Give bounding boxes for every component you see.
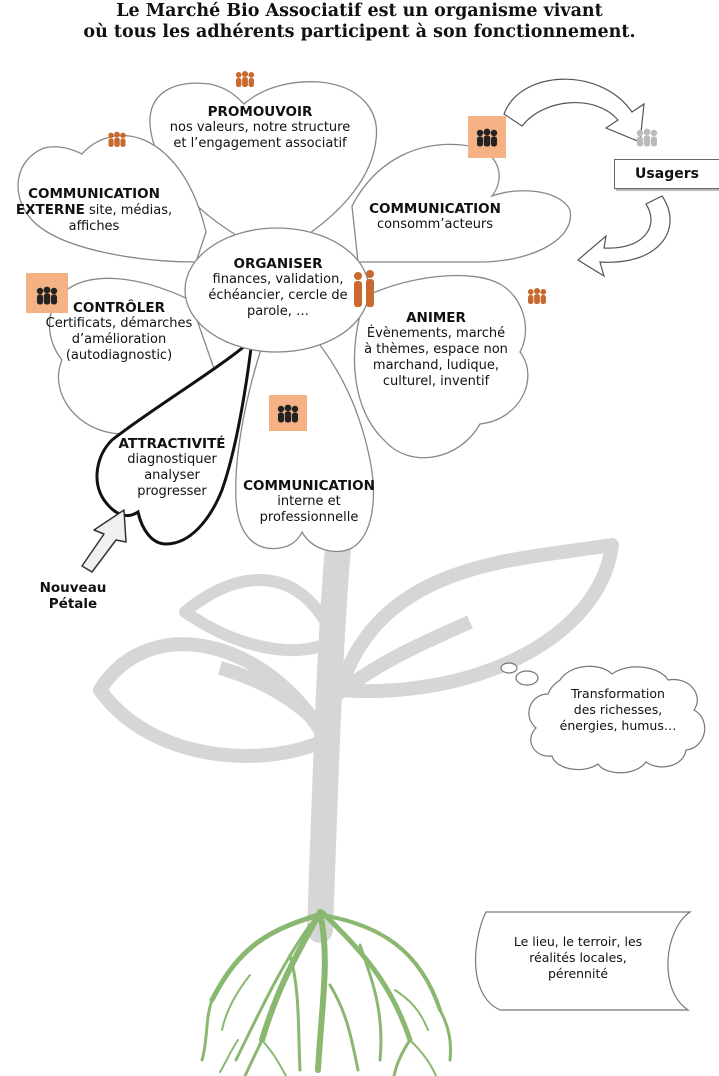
usagers-box: Usagers	[614, 159, 719, 189]
scroll-line: réalités locales,	[529, 950, 627, 965]
petal-attractivite-label: ATTRACTIVITÉ diagnostiquer analyser prog…	[104, 436, 240, 500]
petal-heading: COMMUNICATION	[369, 201, 501, 217]
petal-line: progresser	[137, 484, 207, 499]
thought-cloud	[500, 662, 706, 774]
petal-line: nos valeurs, notre structure	[169, 120, 351, 135]
plant	[93, 535, 619, 943]
petal-line: (autodiagnostic)	[65, 348, 173, 363]
page-title-line1: Le Marché Bio Associatif est un organism…	[116, 1, 603, 21]
arrow-icon	[81, 509, 127, 573]
scroll-line: pérennité	[547, 966, 609, 981]
cloud-label: Transformation des richesses, énergies, …	[548, 686, 688, 734]
petal-heading: COMMUNICATION	[28, 186, 160, 202]
center-heading: ORGANISER	[233, 256, 323, 272]
petal-line: Certificats, démarches	[45, 316, 193, 331]
roots	[200, 909, 452, 1076]
people-icon	[235, 70, 255, 88]
petal-communication-interne	[235, 339, 375, 553]
center-line: finances, validation,	[212, 272, 344, 287]
petal-promouvoir-label: PROMOUVOIR nos valeurs, notre structure …	[160, 104, 360, 152]
leaf-right	[333, 538, 619, 698]
petal-line: Évènements, marché	[366, 326, 506, 341]
petal-line: marchand, ludique,	[372, 358, 500, 373]
leaf-left	[93, 637, 333, 763]
petal-line: diagnostiquer	[127, 452, 217, 467]
petal-communication-interne-label: COMMUNICATION interne et professionnelle	[232, 478, 386, 526]
cloud-line: Transformation	[571, 686, 665, 701]
petal-heading: CONTRÔLER	[73, 300, 165, 316]
petal-attractivite	[95, 336, 254, 546]
petal-heading: PROMOUVOIR	[207, 104, 313, 120]
petal-animer-label: ANIMER Évènements, marché à thèmes, espa…	[350, 310, 522, 390]
petal-line: consomm’acteurs	[376, 217, 494, 232]
petal-line: et l’engagement associatif	[173, 136, 347, 151]
petal-line: culturel, inventif	[382, 374, 490, 389]
petal-line: site, médias,	[84, 203, 173, 218]
people-icon-standing	[354, 270, 374, 307]
people-icons	[26, 70, 658, 431]
center-line: échéancier, cercle de	[208, 288, 348, 303]
cloud-line: des richesses,	[573, 702, 663, 717]
curved-arrow-icon	[503, 78, 671, 278]
scroll-shape	[474, 911, 692, 1011]
center-label: ORGANISER finances, validation, échéanci…	[190, 256, 366, 320]
petal-line: à thèmes, espace non	[364, 342, 508, 357]
stem	[307, 535, 351, 943]
people-icon	[277, 404, 299, 423]
petal-line: d’amélioration	[71, 332, 167, 347]
cloud-line: énergies, humus…	[559, 718, 677, 733]
petal-heading: ATTRACTIVITÉ	[118, 436, 226, 452]
petal-communication-consom	[351, 143, 572, 263]
petal-line: interne et	[277, 494, 341, 509]
petal-heading: ANIMER	[406, 310, 466, 326]
petal-heading: EXTERNE	[15, 202, 85, 218]
petal-communication-consom-label: COMMUNICATION consomm’acteurs	[356, 201, 514, 233]
scroll-label: Le lieu, le terroir, les réalités locale…	[494, 934, 662, 982]
petal-controler-label: CONTRÔLER Certificats, démarches d’améli…	[34, 300, 204, 364]
petal-communication-externe-label: COMMUNICATION EXTERNE site, médias, affi…	[4, 186, 184, 235]
center-line: parole, …	[246, 304, 310, 319]
petal-heading: COMMUNICATION	[243, 478, 375, 494]
petal-promouvoir	[149, 81, 378, 243]
scroll-line: Le lieu, le terroir, les	[513, 934, 643, 949]
petal-line: professionnelle	[259, 510, 359, 525]
people-icon	[108, 131, 126, 147]
petal-animer	[353, 274, 529, 459]
petal-communication-externe	[17, 134, 207, 263]
people-icon	[476, 128, 498, 147]
petal-line: analyser	[144, 468, 200, 483]
petals	[17, 81, 572, 553]
new-petal-line: Nouveau	[39, 580, 107, 596]
people-icon	[527, 287, 547, 305]
new-petal-line: Pétale	[48, 596, 98, 612]
leaf-top	[179, 574, 341, 656]
people-icon	[636, 128, 658, 147]
petal-line: affiches	[68, 219, 120, 234]
new-petal-label: Nouveau Pétale	[28, 580, 118, 612]
page-title-line2: où tous les adhérents participent à son …	[83, 22, 636, 42]
